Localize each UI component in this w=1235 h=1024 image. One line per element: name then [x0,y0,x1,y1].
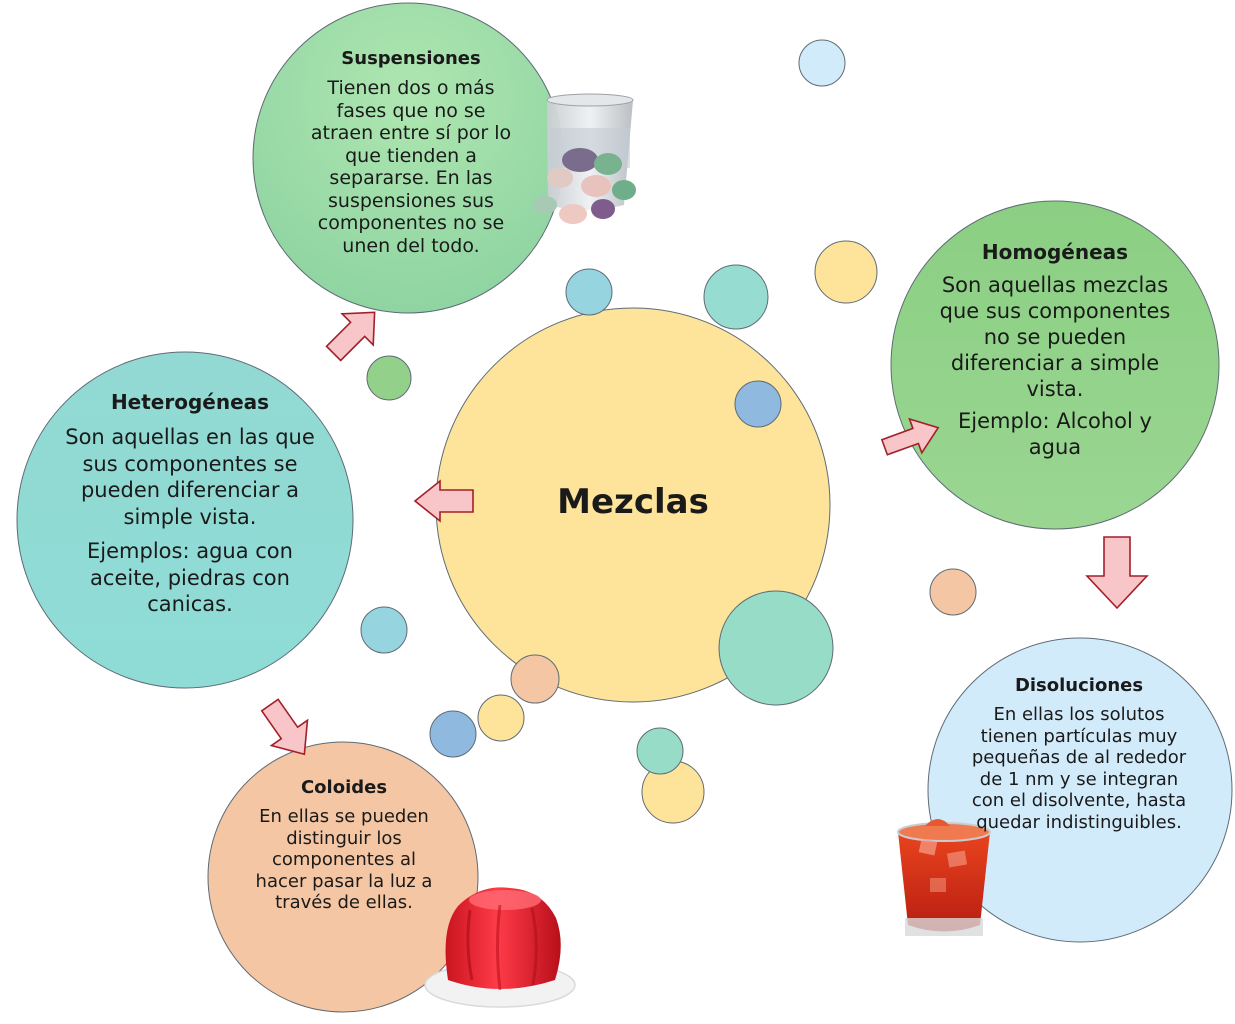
bubble [718,590,834,706]
coloides-circle [207,741,479,1013]
bubble [798,39,846,87]
homogeneas-body: Son aquellas mezclas que sus componentes… [939,273,1171,401]
homogeneas-title: Homogéneas [981,240,1129,264]
coloides-text: Coloides En ellas se pueden distinguir l… [248,777,440,914]
suspensiones-body: Tienen dos o más fases que no se atraen … [310,77,512,257]
heterogeneas-example: Ejemplos: agua con aceite, piedras con c… [87,539,293,616]
mezclas-title: Mezclas [557,482,709,522]
red-drink-image [897,819,991,936]
bubble [734,380,782,428]
disoluciones-body: En ellas los solutos tienen partículas m… [971,704,1187,833]
bubble [565,268,613,316]
arrow-to-coloides [260,698,309,756]
disoluciones-circle [927,637,1233,943]
disoluciones-text: Disoluciones En ellas los solutos tienen… [968,675,1190,833]
heterogeneas-body: Son aquellas en las que sus componentes … [65,425,315,529]
suspensiones-text: Suspensiones Tienen dos o más fases que … [308,48,514,257]
heterogeneas-circle [16,351,354,689]
bubble [703,264,769,330]
arrow-to-heterogeneas [413,479,474,523]
center-title: Mezclas [508,482,758,522]
bubble [510,654,560,704]
bubble [429,710,477,758]
coloides-body: En ellas se pueden distinguir los compon… [255,806,433,913]
bubble [366,355,412,401]
homogeneas-example: Ejemplo: Alcohol y agua [958,409,1152,459]
arrow-to-suspensiones [325,311,376,362]
arrow-to-disoluciones [1085,536,1149,610]
arrow-to-homogeneas [880,417,940,456]
arrows [260,311,1149,756]
red-jelly-image [424,887,576,1008]
disoluciones-title: Disoluciones [1014,675,1144,696]
heterogeneas-title: Heterogéneas [110,390,270,414]
bubble [636,727,684,775]
decorative-bubbles [360,39,977,824]
heterogeneas-text: Heterogéneas Son aquellas en las que sus… [52,390,328,618]
suspensiones-title: Suspensiones [341,48,481,69]
coloides-title: Coloides [300,777,388,798]
glass-with-stones-image [533,93,636,224]
homogeneas-circle [890,200,1220,530]
bubble [929,568,977,616]
bubble [477,694,525,742]
bubble [360,606,408,654]
homogeneas-text: Homogéneas Son aquellas mezclas que sus … [930,240,1180,460]
bubble [814,240,878,304]
